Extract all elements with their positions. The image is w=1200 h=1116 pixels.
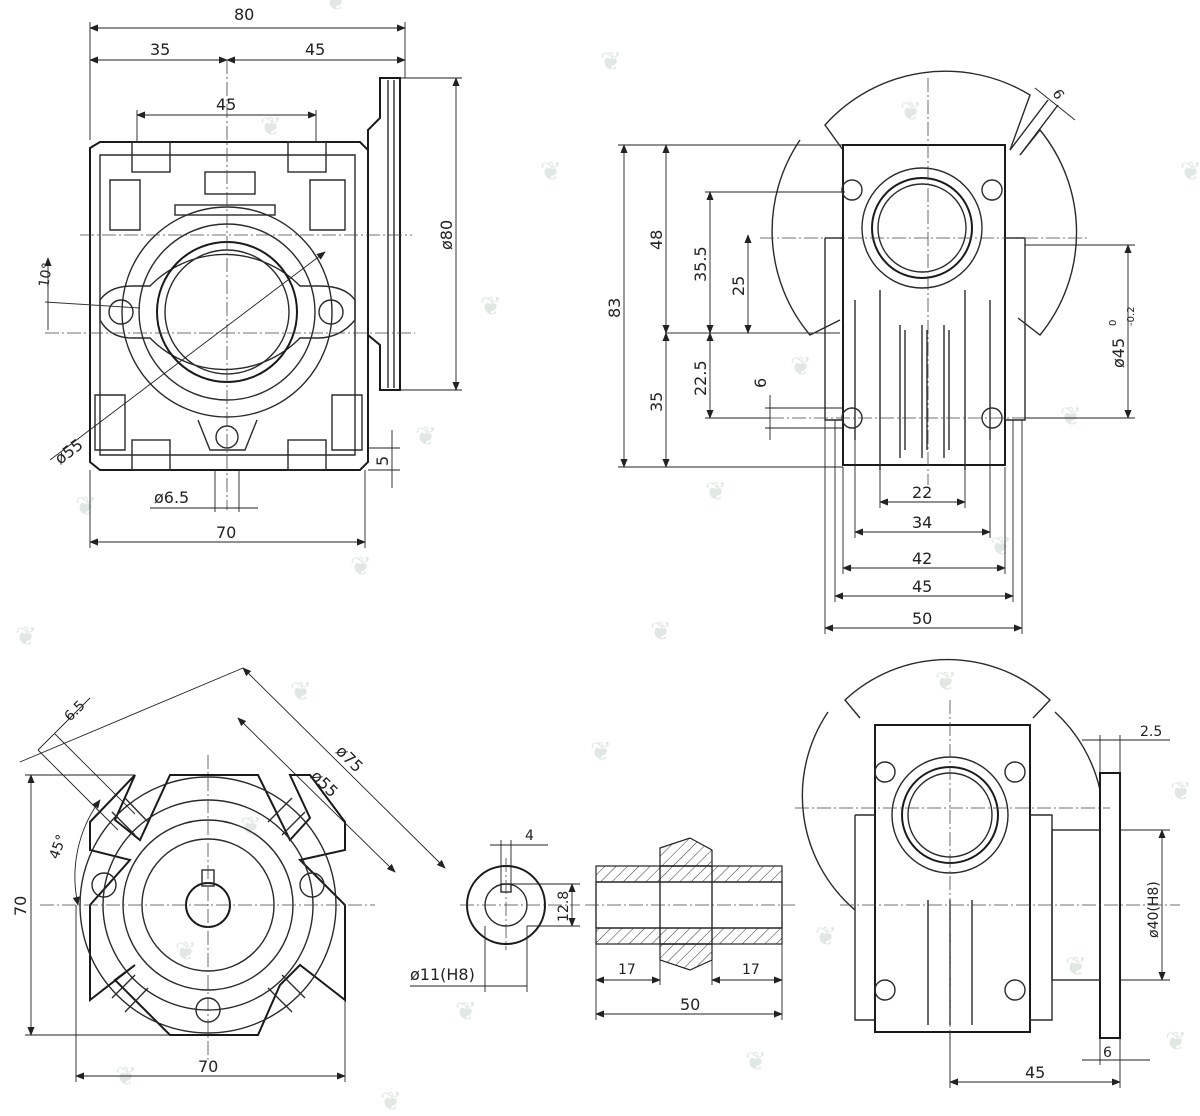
shaft-length: 50 <box>680 995 700 1014</box>
svg-text:❦: ❦ <box>75 492 97 522</box>
front-base-height: 5 <box>373 456 392 466</box>
svg-text:❦: ❦ <box>600 47 622 77</box>
svg-text:❦: ❦ <box>1060 402 1082 432</box>
svg-text:❦: ❦ <box>115 1062 137 1092</box>
side-bore: ø45 <box>1109 338 1128 368</box>
svg-text:❦: ❦ <box>325 0 347 17</box>
side-w34: 34 <box>912 513 932 532</box>
svg-text:❦: ❦ <box>745 1047 767 1077</box>
shaft-view: 4 12.8 ø11(H8) 17 17 50 <box>410 828 795 1020</box>
svg-text:❦: ❦ <box>590 737 612 767</box>
flange-view: 6.5 ø75 ø55 45° 70 70 <box>11 667 446 1082</box>
svg-text:❦: ❦ <box>415 422 437 452</box>
flange-height: 70 <box>11 896 30 916</box>
svg-text:❦: ❦ <box>260 112 282 142</box>
flange-d75: ø75 <box>332 741 367 776</box>
br-offset: 45 <box>1025 1063 1045 1082</box>
side-w22: 22 <box>912 483 932 502</box>
side-tol-upper: 0 <box>1108 320 1119 326</box>
shaft-key: 4 <box>525 828 534 844</box>
side-view: 83 48 35 35.5 22.5 25 6 6 ø45 0 -0.2 <box>605 70 1137 634</box>
side-w45: 45 <box>912 577 932 596</box>
svg-text:❦: ❦ <box>1065 952 1087 982</box>
svg-text:❦: ❦ <box>1170 777 1192 807</box>
flange-d55: ø55 <box>307 766 342 801</box>
svg-text:❦: ❦ <box>350 552 372 582</box>
side-w42: 42 <box>912 549 932 568</box>
shaft-bore: ø11(H8) <box>410 965 475 984</box>
flange-slot: 6.5 <box>62 698 89 725</box>
br-spigot: ø40(H8) <box>1146 881 1162 938</box>
flange-width: 70 <box>198 1057 218 1076</box>
front-right-part: 45 <box>305 40 325 59</box>
front-hole-spacing: 45 <box>216 95 236 114</box>
side-upper: 48 <box>647 230 666 250</box>
side-total-height: 83 <box>605 298 624 318</box>
shaft-depth: 12.8 <box>556 891 572 922</box>
side-h22-5: 22.5 <box>691 360 710 396</box>
svg-text:❦: ❦ <box>650 617 672 647</box>
side-lower: 35 <box>647 392 666 412</box>
svg-text:❦: ❦ <box>290 677 312 707</box>
bottom-right-view: 2.5 ø40(H8) 6 45 <box>795 658 1180 1088</box>
br-flange-t: 2.5 <box>1140 724 1162 740</box>
front-left-part: 35 <box>150 40 170 59</box>
front-bore-dia: ø55 <box>51 435 87 468</box>
svg-text:❦: ❦ <box>815 922 837 952</box>
svg-text:❦: ❦ <box>1180 157 1200 187</box>
svg-text:❦: ❦ <box>790 352 812 382</box>
shaft-left: 17 <box>618 962 636 978</box>
front-hole-dia: ø6.5 <box>154 488 189 507</box>
br-plate: 6 <box>1103 1045 1112 1061</box>
svg-text:❦: ❦ <box>540 157 562 187</box>
svg-text:❦: ❦ <box>705 477 727 507</box>
svg-text:❦: ❦ <box>990 532 1012 562</box>
shaft-right: 17 <box>742 962 760 978</box>
front-overall-width: 80 <box>234 5 254 24</box>
svg-text:❦: ❦ <box>480 292 502 322</box>
side-slot: 6 <box>751 378 770 388</box>
svg-text:❦: ❦ <box>175 937 197 967</box>
flange-angle: 45° <box>47 833 71 862</box>
svg-text:❦: ❦ <box>900 97 922 127</box>
front-flange-dia: ø80 <box>437 220 456 250</box>
svg-text:❦: ❦ <box>1165 1027 1187 1057</box>
side-slot-width: 6 <box>1049 87 1067 103</box>
watermarks: ❦ ❦ ❦ ❦ ❦ ❦ ❦ ❦ ❦ ❦ ❦ ❦ ❦ ❦ ❦ ❦ ❦ ❦ ❦ ❦ … <box>15 0 1200 1116</box>
svg-text:❦: ❦ <box>380 1087 402 1116</box>
front-angle: 10° <box>36 261 56 288</box>
side-w50: 50 <box>912 609 932 628</box>
side-h35-5: 35.5 <box>691 246 710 282</box>
front-base-width: 70 <box>216 523 236 542</box>
front-view: 80 35 45 45 ø80 10° ø55 5 ø6.5 <box>36 5 462 548</box>
side-tol-lower: -0.2 <box>1126 306 1137 326</box>
svg-text:❦: ❦ <box>455 997 477 1027</box>
svg-text:❦: ❦ <box>935 667 957 697</box>
svg-text:❦: ❦ <box>15 622 37 652</box>
side-h25: 25 <box>729 276 748 296</box>
